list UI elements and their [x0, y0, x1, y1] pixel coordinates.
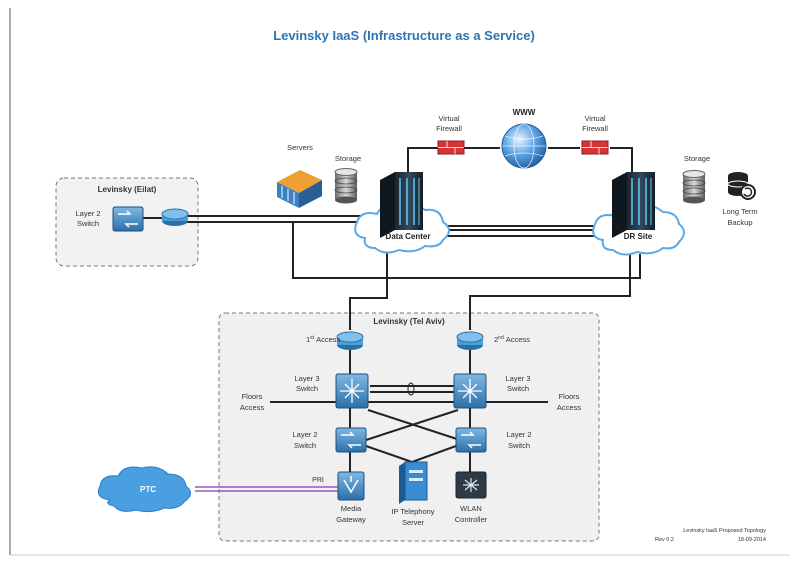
media-gateway-label-1: Media: [341, 504, 362, 513]
l3-right-label-1: Layer 3: [505, 374, 530, 383]
pri-label: PRI: [312, 477, 324, 484]
media-gateway-icon: [337, 471, 365, 501]
firewall-left-label-2: Firewall: [436, 124, 462, 133]
firewall-right-icon: [581, 140, 609, 155]
l3-left-label-2: Switch: [296, 384, 318, 393]
l3-left-label-1: Layer 3: [294, 374, 319, 383]
servers-icon: [277, 170, 322, 208]
l2-right-label-1: Layer 2: [506, 430, 531, 439]
firewall-right-label-2: Firewall: [582, 124, 608, 133]
datacenter-label: Data Center: [386, 232, 431, 241]
media-gateway-label-2: Gateway: [336, 515, 366, 524]
l2-right-label-2: Switch: [508, 441, 530, 450]
datacenter-rack-icon: [380, 172, 423, 238]
floors-left-label-2: Access: [240, 403, 264, 412]
telaviv-group-label: Levinsky (Tel Aviv): [373, 317, 445, 326]
firewall-left-icon: [437, 140, 465, 155]
access2-router: [456, 331, 484, 350]
eilat-router: [161, 208, 189, 226]
dr-storage-icon: [682, 170, 706, 204]
footer-rev: Rev 0.2: [655, 537, 674, 543]
layer3-switch-left: [335, 373, 369, 409]
pstn-cloud: [97, 466, 191, 513]
www-label: WWW: [513, 108, 536, 117]
pstn-label: PTC: [140, 485, 156, 494]
wlan-controller-icon: [455, 471, 487, 499]
wlan-label-1: WLAN: [460, 504, 482, 513]
floors-right-label-2: Access: [557, 403, 581, 412]
backup-label-2: Backup: [727, 218, 752, 227]
backup-database-icon: [727, 172, 756, 200]
layer2-switch-right: [455, 427, 487, 453]
firewall-right-label-1: Virtual: [584, 114, 605, 123]
etherchannel-marker: [407, 382, 415, 396]
eilat-switch-label-1: Layer 2: [75, 209, 100, 218]
dc-storage-label: Storage: [335, 154, 361, 163]
l3-right-label-2: Switch: [507, 384, 529, 393]
pri-link: [195, 486, 338, 492]
drsite-label: DR Site: [624, 232, 653, 241]
l2-left-label-1: Layer 2: [292, 430, 317, 439]
wlan-label-2: Controller: [455, 515, 488, 524]
layer3-switch-right: [453, 373, 487, 409]
ip-telephony-server-icon: [399, 461, 428, 504]
ip-telephony-label-1: IP Telephony: [391, 507, 434, 516]
ip-telephony-label-2: Server: [402, 518, 425, 527]
firewall-left-label-1: Virtual: [438, 114, 459, 123]
www-globe-icon: [501, 123, 547, 169]
floors-left-label-1: Floors: [242, 392, 263, 401]
eilat-group-label: Levinsky (Eilat): [98, 185, 157, 194]
l2-left-label-2: Switch: [294, 441, 316, 450]
layer2-switch-left: [335, 427, 367, 453]
connection-links: [143, 147, 641, 472]
floors-right-label-1: Floors: [559, 392, 580, 401]
drsite-rack-icon: [612, 172, 655, 238]
footer-line1: Levinsky IaaS Proposed Topology: [683, 528, 766, 534]
diagram-title: Levinsky IaaS (Infrastructure as a Servi…: [273, 28, 535, 43]
access1-router: [336, 331, 364, 350]
dr-storage-label: Storage: [684, 154, 710, 163]
eilat-layer2-switch: [112, 206, 144, 232]
backup-label-1: Long Term: [722, 207, 757, 216]
footer-date: 18-09-2014: [738, 537, 766, 543]
servers-label: Servers: [287, 143, 313, 152]
dc-storage-icon: [334, 168, 358, 204]
eilat-switch-label-2: Switch: [77, 219, 99, 228]
